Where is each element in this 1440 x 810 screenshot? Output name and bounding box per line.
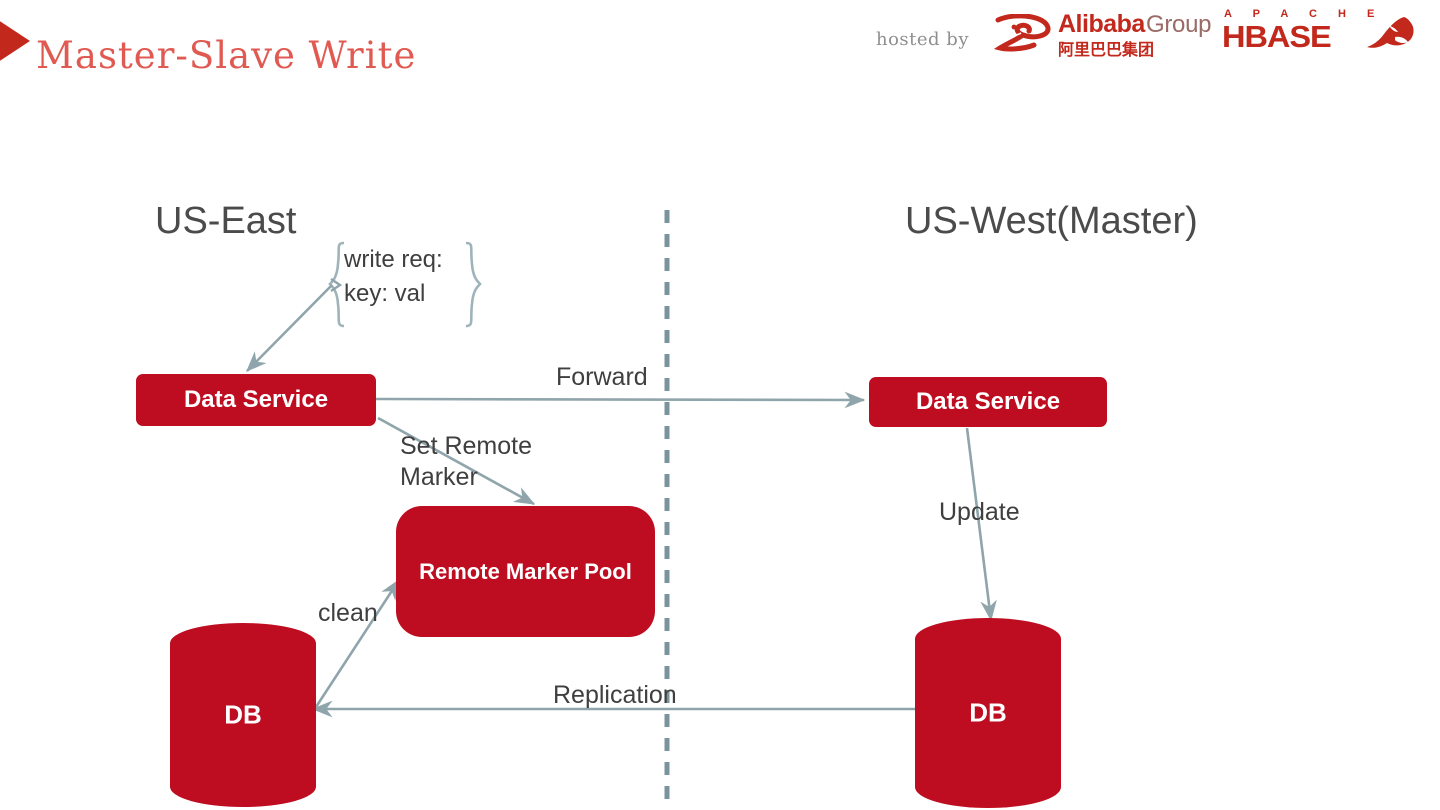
callout-brace-right [465, 241, 482, 328]
db-cylinder-shape [915, 618, 1061, 808]
node-db-east[interactable]: DB [170, 623, 316, 807]
region-label-us-west: US-West(Master) [905, 200, 1198, 242]
callout-line-1: write req: [344, 246, 443, 273]
edge-label-forward: Forward [556, 363, 648, 391]
alibaba-smile-icon [993, 14, 1051, 52]
edge-label-replication: Replication [553, 681, 677, 709]
node-db-west[interactable]: DB [915, 618, 1061, 808]
node-db-west-label: DB [969, 697, 1007, 728]
apache-hbase-logo: A P A C H E HBASE [1222, 8, 1422, 58]
write-request-callout: write req: key: val [344, 243, 443, 311]
orca-icon [1367, 17, 1414, 48]
edge-write-request-tip [330, 278, 343, 292]
alibaba-group-word: Group [1146, 11, 1212, 38]
page-title: Master-Slave Write [36, 34, 417, 77]
edge-set-remote-marker [377, 416, 536, 506]
edge-label-clean: clean [318, 599, 378, 627]
hbase-wordmark: HBASE [1222, 19, 1332, 54]
callout-line-2: key: val [344, 280, 426, 307]
edge-label-set-remote-marker: Set Remote Marker [400, 431, 532, 493]
edge-label-set-remote-marker-line-1: Set Remote [400, 432, 533, 460]
alibaba-group-logo: Alibaba Group 阿里巴巴集团 [990, 10, 1212, 59]
edge-label-update: Update [939, 498, 1020, 526]
node-remote-marker-pool[interactable]: Remote Marker Pool [396, 506, 655, 637]
node-db-east-label: DB [224, 699, 262, 730]
alibaba-chinese-wordmark: 阿里巴巴集团 [1058, 42, 1155, 59]
edge-clean [314, 578, 401, 708]
node-data-service-east[interactable]: Data Service [136, 374, 376, 426]
edge-label-set-remote-marker-line-2: Marker [400, 463, 478, 491]
hosted-by-label: hosted by [876, 29, 969, 50]
region-label-us-east: US-East [155, 200, 297, 242]
edge-write-request [246, 284, 333, 372]
alibaba-wordmark: Alibaba [1058, 10, 1145, 38]
apache-label: A P A C H E [1224, 8, 1384, 20]
edge-forward [375, 391, 866, 409]
db-cylinder-shape [170, 623, 316, 807]
edge-update [965, 427, 997, 622]
callout-brace-left [328, 241, 345, 328]
node-data-service-west[interactable]: Data Service [869, 377, 1107, 427]
